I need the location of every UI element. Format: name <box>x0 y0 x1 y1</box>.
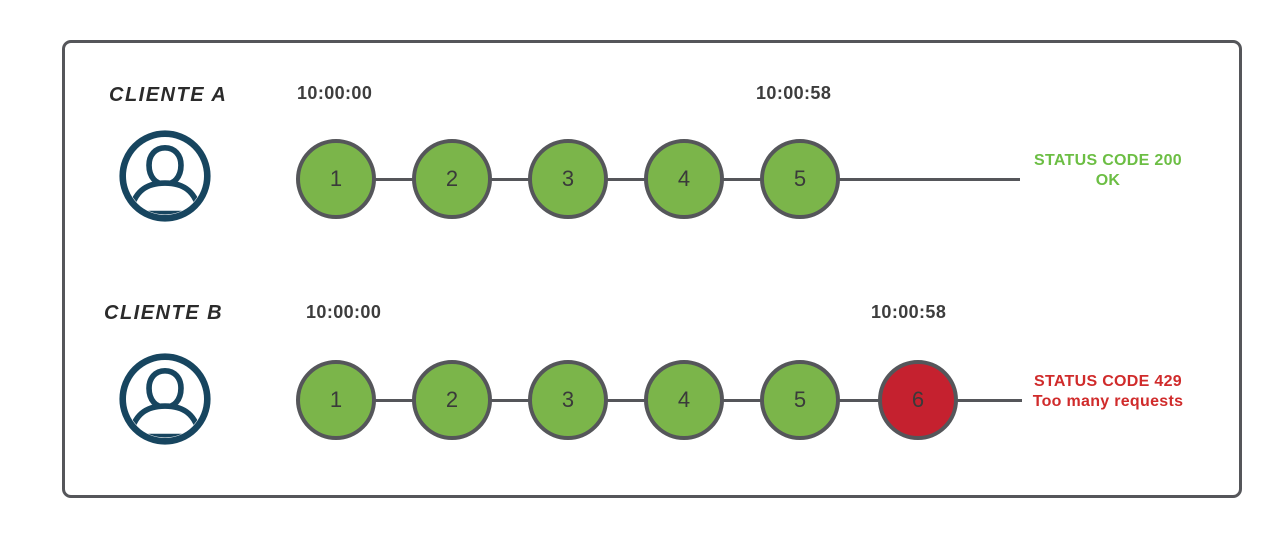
request-circle: 1 <box>296 360 376 440</box>
client-b-start-time: 10:00:00 <box>306 302 382 322</box>
request-circle: 2 <box>412 360 492 440</box>
status-message-line: OK <box>1095 172 1121 189</box>
request-circle: 3 <box>528 139 608 219</box>
status-message-line: Too many requests <box>1032 393 1184 410</box>
client-a-status: STATUS CODE 200 OK <box>1025 151 1191 191</box>
client-b-status: STATUS CODE 429 Too many requests <box>1025 372 1191 412</box>
user-icon <box>119 353 211 445</box>
client-a-end-time: 10:00:58 <box>756 83 832 103</box>
request-circle: 3 <box>528 360 608 440</box>
request-circle: 4 <box>644 139 724 219</box>
request-circle: 1 <box>296 139 376 219</box>
request-circle: 4 <box>644 360 724 440</box>
diagram-frame <box>62 40 1242 498</box>
status-code-line: STATUS CODE 429 <box>1034 373 1182 390</box>
status-code-line: STATUS CODE 200 <box>1034 152 1182 169</box>
client-b-end-time: 10:00:58 <box>871 302 947 322</box>
user-icon <box>119 130 211 222</box>
client-a-start-time: 10:00:00 <box>297 83 373 103</box>
request-circle: 2 <box>412 139 492 219</box>
request-circle-blocked: 6 <box>878 360 958 440</box>
client-a-label: CLIENTE A <box>109 84 228 106</box>
client-b-label: CLIENTE B <box>104 302 224 324</box>
request-circle: 5 <box>760 139 840 219</box>
request-circle: 5 <box>760 360 840 440</box>
